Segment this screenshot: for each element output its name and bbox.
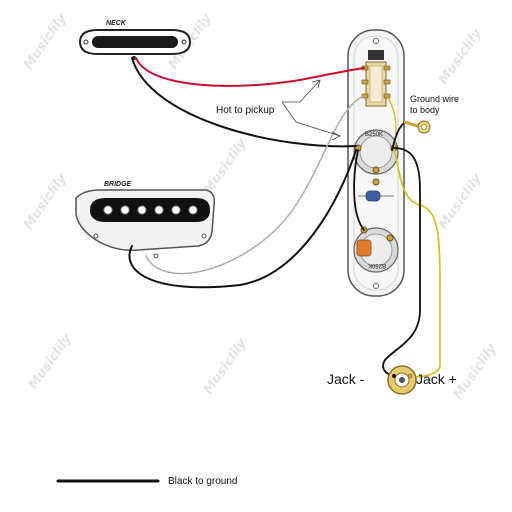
ground-wire-label: Ground wire <box>410 94 459 104</box>
wires <box>56 57 441 483</box>
volume-pot-lug-bottom <box>372 166 380 174</box>
bridge-hot-wire-outline <box>145 95 365 274</box>
watermark-text: Musiclily <box>436 171 485 232</box>
plate-screw-top <box>373 38 379 44</box>
jack-plus-label: Jack + <box>416 371 457 387</box>
tone-pot-label: B250K <box>368 262 386 268</box>
output-jack <box>387 365 417 395</box>
volume-pot-label: B250K <box>365 132 383 138</box>
watermark-text: Musiclily <box>201 336 250 397</box>
jack-minus-label: Jack - <box>327 371 365 387</box>
jack-ground-wire <box>382 147 421 377</box>
watermark-text: Musiclily <box>451 341 500 402</box>
pole-piece <box>188 205 198 215</box>
watermark-text: Musiclily <box>21 171 70 232</box>
neck-ground-wire <box>131 57 357 148</box>
pole-piece <box>103 205 113 215</box>
tone-pot-lug-right <box>386 234 394 242</box>
watermark-text: Musiclily <box>26 331 75 392</box>
tone-capacitor <box>358 178 394 202</box>
callout-arrows <box>281 79 341 141</box>
legend-label: Black to ground <box>168 476 238 487</box>
bridge-pickup-label: BRIDGE <box>104 181 132 188</box>
neck-hot-wire <box>135 57 365 87</box>
watermark-text: Musiclily <box>436 26 485 87</box>
switch-output-wire <box>387 97 397 149</box>
volume-pot: B250K <box>353 129 399 175</box>
plate-screw-bottom <box>373 283 379 289</box>
hot-to-pickup-label: Hot to pickup <box>216 105 275 116</box>
bridge-pickup: BRIDGE <box>75 181 216 259</box>
to-body-label: to body <box>410 105 440 115</box>
pot-ground-jumper <box>353 149 365 231</box>
pole-piece <box>171 205 181 215</box>
tone-pot: B250K <box>353 226 399 273</box>
pole-piece <box>137 205 147 215</box>
bridge-ground-wire <box>128 149 357 289</box>
pole-piece <box>154 205 164 215</box>
tone-pot-orange-cap <box>356 239 372 257</box>
watermark-text: Musiclily <box>201 136 250 197</box>
neck-pickup: NECK <box>78 20 192 60</box>
neck-pickup-label: NECK <box>106 20 127 27</box>
jack-hot-wire <box>393 149 441 378</box>
pole-piece <box>120 205 130 215</box>
body-ground-wire <box>391 121 406 151</box>
ground-ring-terminal <box>403 120 431 134</box>
watermark-text: Musiclily <box>21 11 70 72</box>
